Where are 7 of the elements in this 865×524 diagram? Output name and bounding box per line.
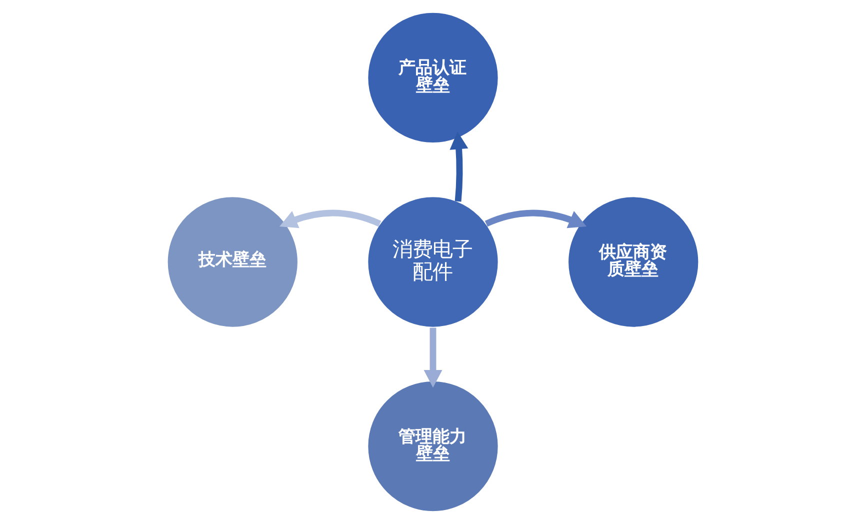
node-circle: 消费电子配件 (366, 196, 498, 328)
arrow (279, 210, 381, 228)
node-circle: 产品认证壁垒 (366, 12, 498, 144)
arrow (449, 132, 468, 202)
arrow (423, 328, 442, 388)
node-circle: 管理能力壁垒 (366, 380, 498, 512)
arrow (484, 210, 586, 228)
